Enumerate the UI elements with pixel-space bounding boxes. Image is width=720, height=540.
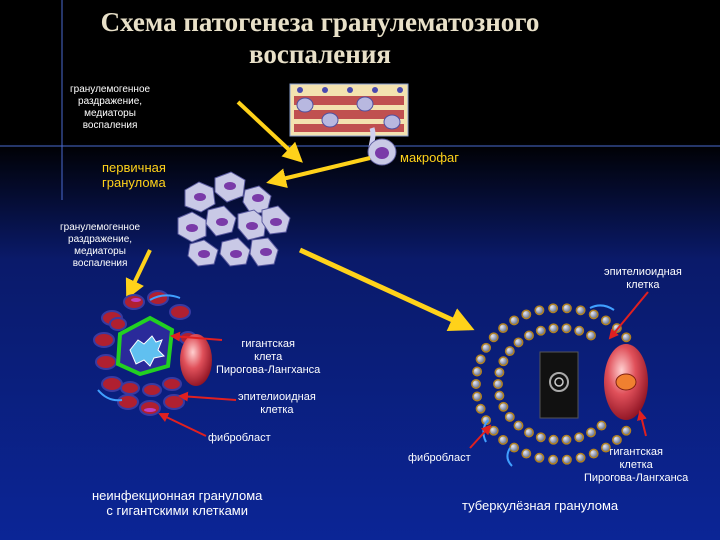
epithelioid-bead: [562, 436, 570, 444]
epithelioid-bead: [510, 443, 518, 451]
arrow-to-tuberculous: [300, 250, 470, 328]
arrow-macrophage-to-granuloma: [270, 158, 370, 182]
primary-granuloma-cells: [178, 172, 290, 266]
epithelioid-bead: [499, 324, 507, 332]
epithelioid-bead: [490, 333, 498, 341]
epithelioid-bead: [473, 367, 481, 375]
macrophage-cell: [368, 139, 396, 165]
caption-noninfectious: неинфекционная гранулома с гигантскими к…: [92, 488, 262, 518]
epithelioid-bead: [490, 427, 498, 435]
label-epithelioid-left: эпителиоидная клетка: [238, 391, 316, 417]
epithelioid-bead: [495, 368, 503, 376]
epithelioid-bead: [514, 421, 522, 429]
epithelioid-bead: [476, 355, 484, 363]
epithelioid-bead: [495, 391, 503, 399]
epithelioid-bead: [535, 306, 543, 314]
epithelioid-bead: [476, 405, 484, 413]
epithelioid-bead: [622, 427, 630, 435]
pointer-epithelioid-left: [180, 396, 236, 400]
label-giant-left: гигантская клета Пирогова-Лангханса: [216, 338, 320, 377]
epithelioid-bead: [549, 304, 557, 312]
pointer-fibroblast-right: [470, 426, 490, 448]
epithelioid-bead: [563, 456, 571, 464]
epithelioid-bead: [537, 327, 545, 335]
epithelioid-bead: [510, 316, 518, 324]
label-fibroblast-left: фибробласт: [208, 432, 271, 445]
epithelioid-bead: [472, 380, 480, 388]
epithelioid-bead: [522, 449, 530, 457]
epithelioid-bead: [613, 436, 621, 444]
epithelioid-bead: [499, 403, 507, 411]
epithelioid-bead: [563, 304, 571, 312]
epithelioid-bead: [525, 331, 533, 339]
epithelioid-bead: [575, 433, 583, 441]
label-irritation-mid: гранулемогенное раздражение, медиаторы в…: [60, 222, 140, 270]
label-irritation-top: гранулемогенное раздражение, медиаторы в…: [70, 84, 150, 132]
epithelioid-bead: [537, 433, 545, 441]
label-giant-right: гигантская клетка Пирогова-Лангханса: [584, 446, 688, 485]
epithelioid-bead: [499, 357, 507, 365]
pointer-fibroblast-left: [160, 414, 206, 436]
epithelioid-bead: [562, 324, 570, 332]
epithelioid-bead: [522, 310, 530, 318]
epithelioid-bead: [535, 454, 543, 462]
epithelioid-bead: [494, 380, 502, 388]
label-fibroblast-right: фибробласт: [408, 452, 471, 465]
epithelioid-bead: [597, 421, 605, 429]
label-macrophage: макрофаг: [400, 150, 459, 165]
epithelioid-bead: [506, 347, 514, 355]
caption-tuberculous: туберкулёзная гранулома: [462, 498, 618, 513]
epithelioid-bead: [575, 327, 583, 335]
epithelioid-bead: [525, 428, 533, 436]
epithelioid-bead: [587, 428, 595, 436]
epithelioid-bead: [549, 436, 557, 444]
epithelioid-bead: [622, 333, 630, 341]
epithelioid-bead: [482, 344, 490, 352]
label-primary-granuloma: первичная гранулома: [102, 160, 166, 190]
label-epithelioid-right: эпителиоидная клетка: [604, 266, 682, 292]
pointer-giant-right: [640, 412, 646, 436]
epithelioid-bead: [506, 413, 514, 421]
epithelioid-bead: [549, 324, 557, 332]
caseous-necrosis: [540, 352, 578, 418]
giant-cell-left: [180, 334, 212, 386]
epithelioid-bead: [514, 338, 522, 346]
epithelioid-bead: [587, 331, 595, 339]
epithelioid-bead: [499, 436, 507, 444]
epithelioid-bead: [602, 316, 610, 324]
epithelioid-bead: [576, 306, 584, 314]
pointer-epithelioid-right: [610, 292, 648, 338]
epithelioid-bead: [473, 392, 481, 400]
epithelioid-bead: [590, 310, 598, 318]
tuberculous-granuloma: [472, 304, 648, 466]
epithelioid-bead: [549, 456, 557, 464]
